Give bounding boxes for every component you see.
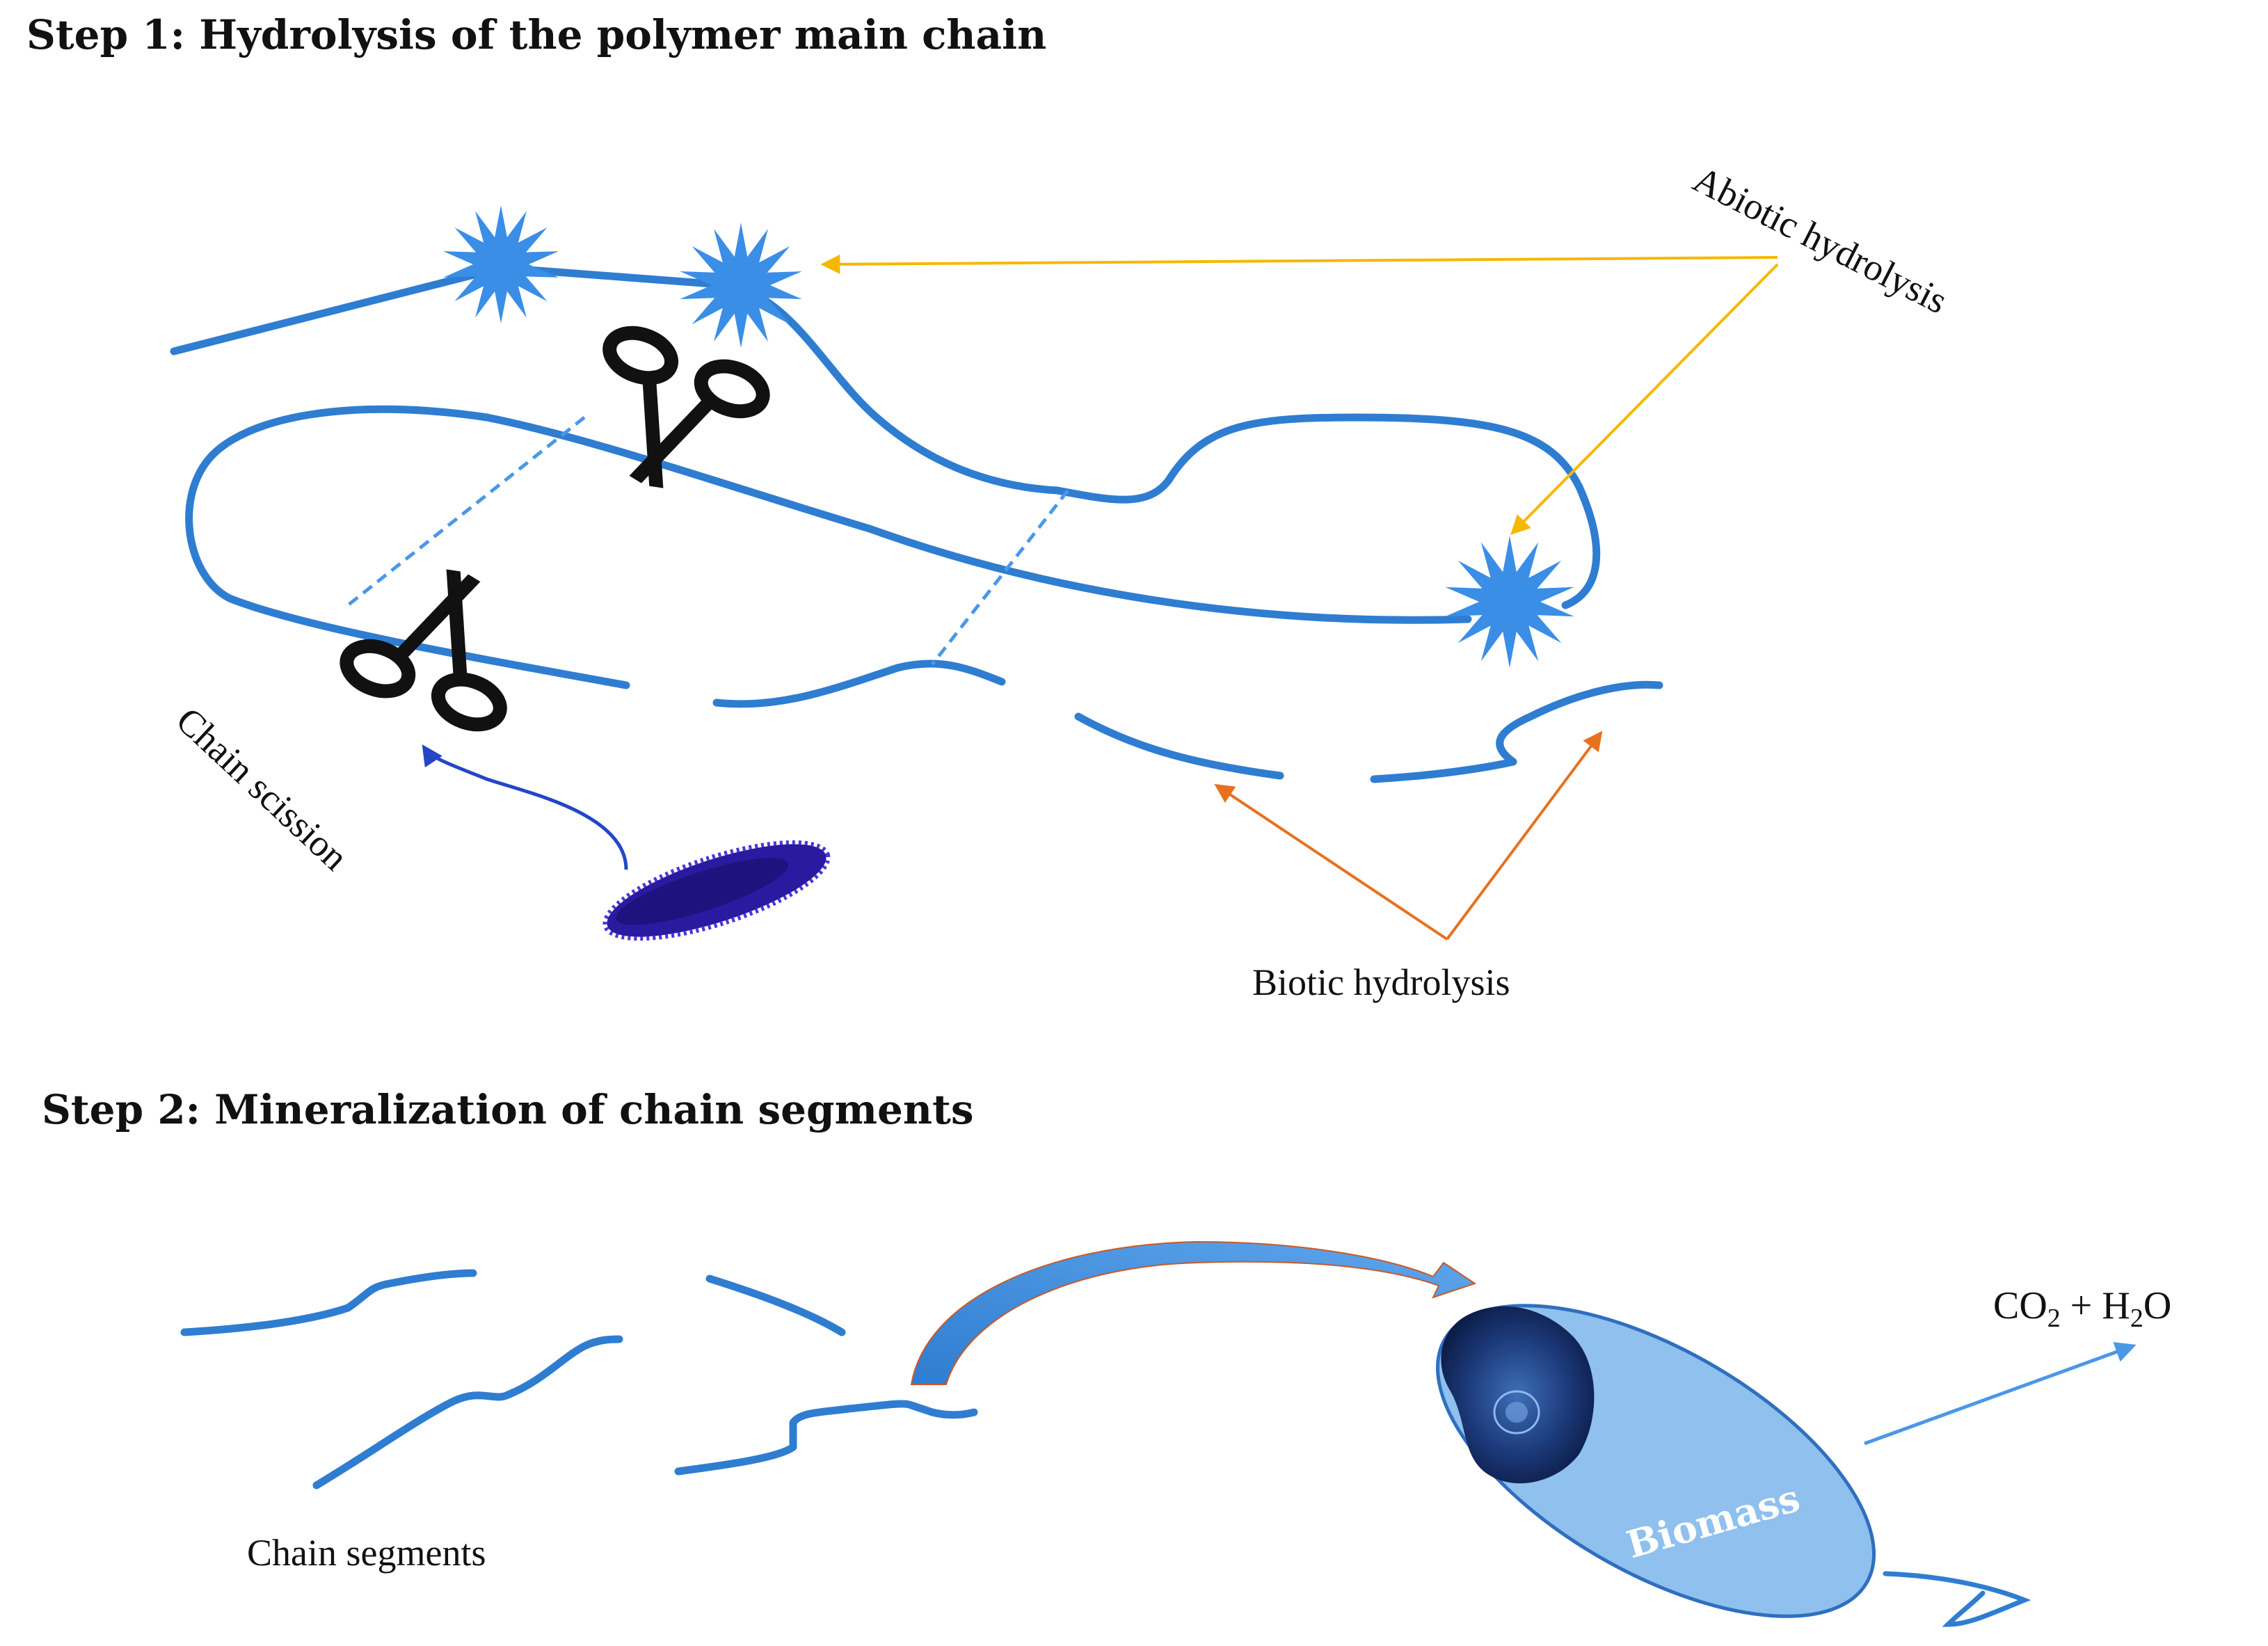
biotic-label: Biotic hydrolysis — [1252, 961, 1510, 1003]
uptake-arrow — [910, 1240, 1477, 1385]
h2o-subscript: 2 — [2130, 1304, 2143, 1333]
cell-icon — [1436, 1304, 2031, 1627]
chain-fragment-1 — [712, 660, 1006, 708]
polymer-chain-loop — [185, 405, 1472, 689]
biotic-arrow-2 — [1446, 730, 1603, 941]
chain-fragment-3 — [1370, 680, 1663, 783]
chain-fragment-2 — [1074, 712, 1284, 780]
abiotic-arrow-2 — [1510, 263, 1779, 535]
products-label: CO2 + H2O — [1993, 1284, 2171, 1333]
segment-1 — [180, 1269, 477, 1336]
segment-3 — [312, 1335, 623, 1489]
bacterium-icon — [602, 840, 831, 941]
starburst-icon — [680, 223, 802, 348]
step2-title: Step 2: Mineralization of chain segments — [42, 1086, 973, 1133]
microbe-arrow — [422, 744, 628, 870]
chain-scission-label: Chain scission — [168, 699, 356, 879]
chain-segments-label: Chain segments — [247, 1532, 486, 1574]
segment-4 — [674, 1400, 978, 1476]
abiotic-arrow-1 — [820, 254, 1778, 274]
plus-h-text: + H — [2061, 1284, 2130, 1327]
crosslink-2 — [931, 489, 1069, 666]
mineralization-arrow — [1864, 1342, 2137, 1446]
starburst-icon — [1445, 536, 1574, 668]
h2o-o-text: O — [2143, 1284, 2171, 1327]
co2-text: CO — [1993, 1284, 2047, 1327]
segment-2 — [705, 1275, 846, 1336]
starburst-icon — [443, 205, 559, 323]
biotic-arrow-1 — [1214, 783, 1448, 941]
co2-subscript: 2 — [2047, 1304, 2061, 1333]
scissors-icon — [570, 325, 769, 512]
abiotic-label: Abiotic hydrolysis — [1687, 158, 1954, 321]
crosslink-1 — [346, 416, 586, 607]
step1-title: Step 1: Hydrolysis of the polymer main c… — [26, 11, 1046, 58]
polymer-chain-top — [170, 264, 1601, 609]
